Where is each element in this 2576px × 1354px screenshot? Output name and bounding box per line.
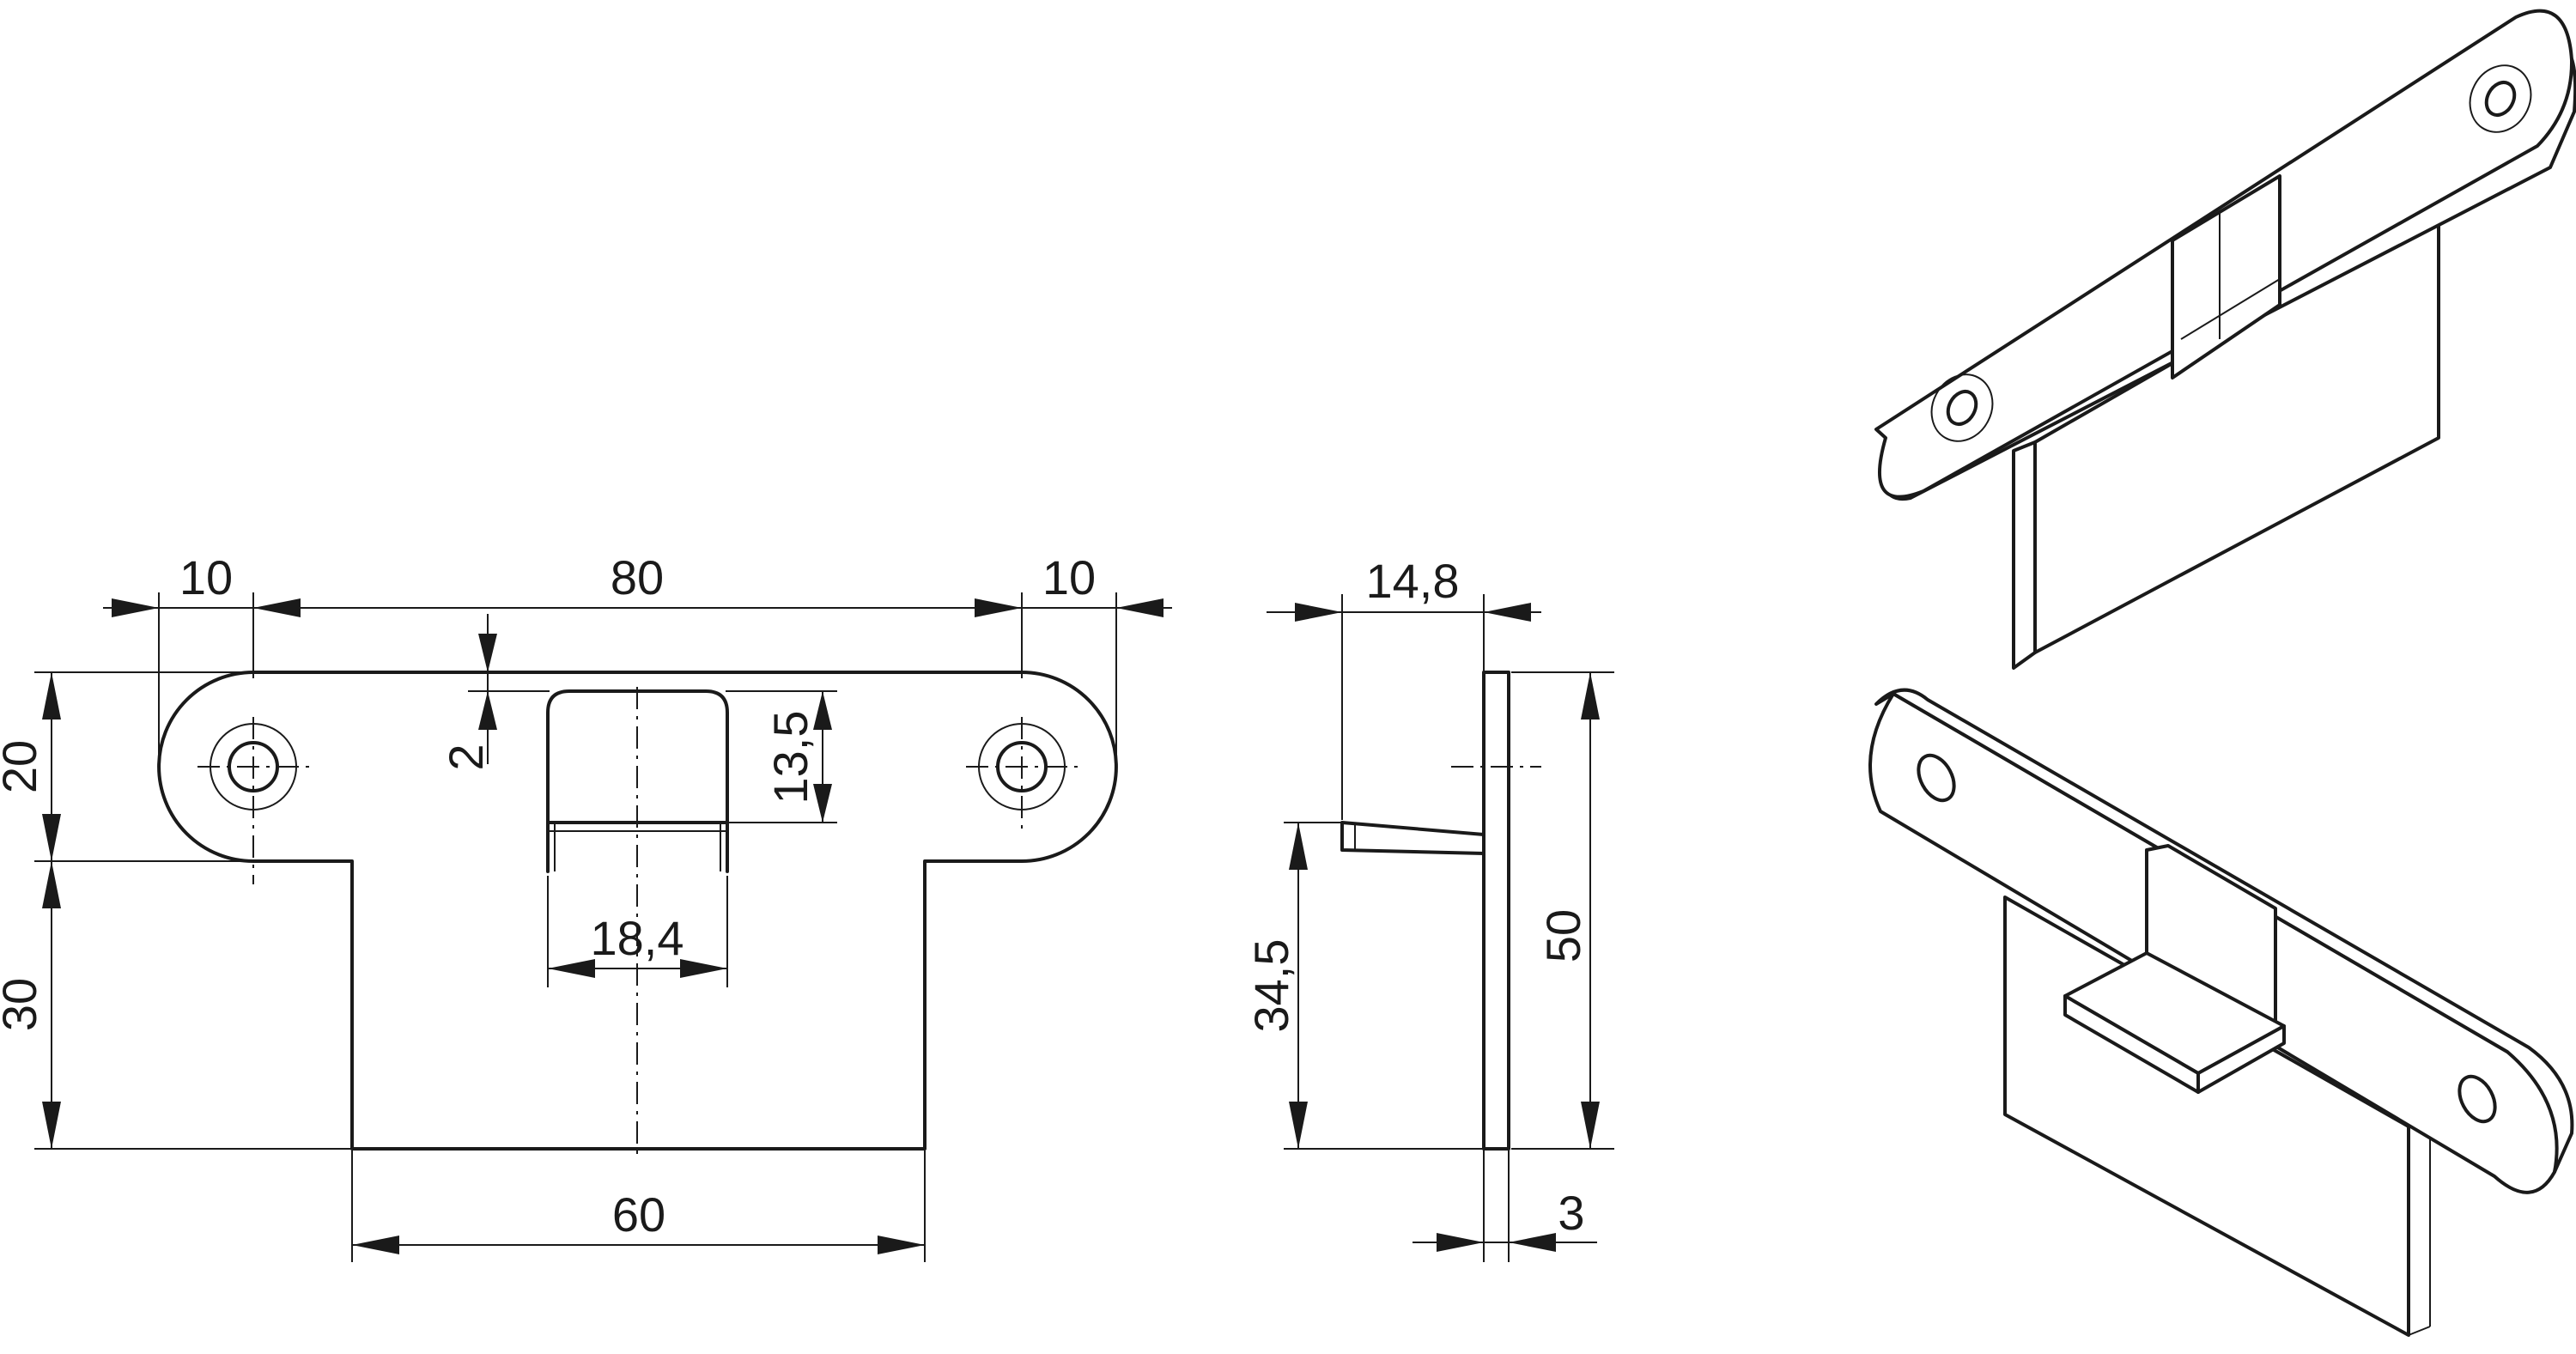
dim-label-slot-width: 18,4 <box>591 911 684 965</box>
dimension-arrow <box>813 784 832 823</box>
dimension-arrow <box>1295 603 1342 622</box>
dim-label-plate-height: 20 <box>0 740 46 793</box>
dimension-arrow <box>548 959 595 978</box>
iso-screw-hole-left-inner <box>1946 389 1978 427</box>
dim-label-center-span: 80 <box>611 550 664 604</box>
dim-label-tongue-height: 30 <box>0 978 46 1031</box>
iso-screw-hole-left <box>1917 753 1956 803</box>
dimension-arrow <box>1116 598 1163 617</box>
dimension-arrow <box>1289 823 1308 870</box>
iso-tongue-rear <box>2012 440 2037 670</box>
dim-label-slot-offset: 2 <box>439 744 493 770</box>
dimension-arrow <box>42 814 61 861</box>
latch-lip-side-profile <box>1340 821 1485 855</box>
iso-tongue-edge <box>2408 1326 2431 1336</box>
dim-label-ear-left: 10 <box>179 550 233 604</box>
dimension-arrow <box>680 959 727 978</box>
iso-screw-hole-right <box>2458 1074 2497 1124</box>
iso-screw-hole-left-outer <box>1930 373 1994 442</box>
dimension-arrow <box>1509 1233 1556 1252</box>
dimension-arrow <box>975 598 1022 617</box>
iso-plate-front-top <box>1874 688 2574 1174</box>
dimension-arrow <box>878 1236 925 1254</box>
iso-latch-slot-front <box>2145 844 2277 1032</box>
dimension-arrow <box>42 861 61 908</box>
side-view: 14,8 34,5 50 3 <box>1244 554 1614 1262</box>
iso-latch-slot-line <box>2180 278 2281 340</box>
dimension-arrow <box>42 672 61 720</box>
dim-label-slot-depth: 13,5 <box>763 711 817 805</box>
dimension-arrow <box>1581 672 1600 720</box>
plate-side-profile <box>1482 671 1510 1151</box>
dim-label-ear-right: 10 <box>1042 550 1096 604</box>
dimension-arrow <box>1484 603 1531 622</box>
dimension-arrow <box>1581 1102 1600 1149</box>
dim-label-total-height: 50 <box>1536 909 1590 962</box>
isometric-view-rear <box>1874 9 2576 670</box>
iso-screw-hole-right-inner <box>2484 80 2517 118</box>
dimension-arrow <box>813 691 832 730</box>
dim-label-lip-height: 34,5 <box>1244 939 1298 1033</box>
dimension-arrow <box>42 1102 61 1149</box>
dimension-arrow <box>478 634 497 672</box>
iso-latch-lip-side <box>2196 1024 2286 1094</box>
dimension-arrow <box>352 1236 399 1254</box>
dim-label-tongue-width: 60 <box>612 1187 665 1242</box>
dimension-arrow <box>112 598 159 617</box>
front-view: 10 80 10 20 30 2 13,5 18,4 60 <box>0 550 1172 1262</box>
dimension-arrow <box>1289 1102 1308 1149</box>
isometric-view-front <box>1868 688 2574 1337</box>
dimension-arrow <box>478 691 497 730</box>
dimension-arrow <box>253 598 301 617</box>
dim-label-lip-projection: 14,8 <box>1366 554 1460 608</box>
iso-screw-hole-right-outer <box>2469 64 2532 133</box>
dimension-arrow <box>1437 1233 1484 1252</box>
dim-label-thickness: 3 <box>1558 1186 1584 1240</box>
strike-plate-front-outline <box>157 671 1118 1151</box>
